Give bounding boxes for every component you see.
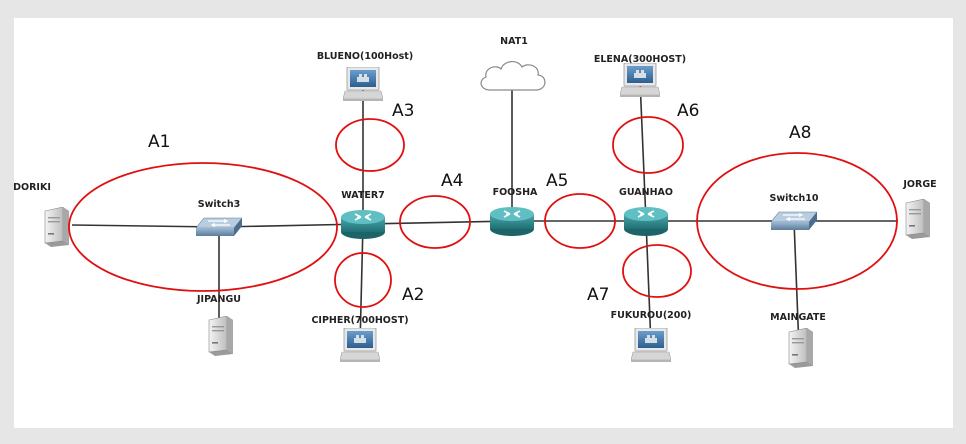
area-label-a8: A8 (789, 123, 811, 143)
link-guanhao-elena (639, 79, 647, 222)
area-outline-a6 (612, 116, 684, 174)
node-elena[interactable] (620, 63, 660, 97)
link-water7-foosha (362, 220, 513, 225)
node-water7[interactable] (340, 209, 386, 240)
area-outline-a8 (696, 152, 898, 290)
area-outline-a1 (68, 162, 338, 292)
area-label-a1: A1 (148, 132, 170, 152)
node-label-jipangu: JIPANGU (196, 294, 241, 305)
router-icon (489, 206, 535, 237)
node-label-switch3: Switch3 (198, 199, 240, 210)
node-switch10[interactable] (771, 211, 817, 231)
laptop-icon (620, 63, 660, 97)
server-icon (905, 199, 930, 239)
server-icon (44, 207, 69, 247)
router-icon (623, 206, 669, 237)
links-layer (71, 76, 898, 349)
link-doriki-switch3 (71, 224, 220, 228)
area-label-a5: A5 (546, 171, 568, 191)
area-label-a4: A4 (441, 171, 463, 191)
server-icon (788, 328, 813, 368)
link-switch10-maingate (793, 220, 800, 349)
node-foosha[interactable] (489, 206, 535, 237)
node-jorge[interactable] (905, 199, 930, 239)
node-label-fukurou: FUKUROU(200) (611, 310, 692, 321)
node-label-jorge: JORGE (902, 179, 936, 190)
area-outline-a2 (334, 252, 392, 308)
switch-icon (196, 217, 242, 237)
node-label-doriki: DORIKI (14, 182, 51, 193)
area-outline-a7 (622, 244, 692, 298)
node-fukurou[interactable] (631, 328, 671, 362)
laptop-icon (343, 67, 383, 101)
node-label-cipher: CIPHER(700HOST) (311, 315, 408, 326)
area-outline-a4 (399, 195, 471, 249)
node-label-water7: WATER7 (341, 190, 385, 201)
router-icon (340, 209, 386, 240)
area-label-a7: A7 (587, 285, 609, 305)
area-label-a6: A6 (677, 101, 699, 121)
node-label-nat1: NAT1 (500, 36, 528, 47)
link-switch3-water7 (218, 223, 364, 228)
node-label-guanhao: GUANHAO (619, 187, 673, 198)
laptop-icon (631, 328, 671, 362)
server-icon (208, 316, 233, 356)
laptop-icon (340, 328, 380, 362)
area-outline-a5 (544, 193, 616, 249)
node-label-foosha: FOOSHA (493, 187, 538, 198)
node-blueno[interactable] (343, 67, 383, 101)
node-switch3[interactable] (196, 217, 242, 237)
node-doriki[interactable] (44, 207, 69, 247)
node-maingate[interactable] (788, 328, 813, 368)
area-label-a2: A2 (402, 285, 424, 305)
link-water7-cipher (359, 223, 364, 346)
node-jipangu[interactable] (208, 316, 233, 356)
node-label-switch10: Switch10 (769, 193, 818, 204)
link-guanhao-fukurou (645, 220, 652, 346)
node-guanhao[interactable] (623, 206, 669, 237)
node-label-maingate: MAINGATE (770, 312, 826, 323)
node-label-elena: ELENA(300HOST) (594, 54, 686, 65)
node-nat1[interactable] (480, 60, 546, 91)
area-outline-a3 (335, 118, 405, 172)
switch-icon (771, 211, 817, 231)
area-label-a3: A3 (392, 101, 414, 121)
node-cipher[interactable] (340, 328, 380, 362)
cloud-icon (480, 60, 546, 91)
node-label-blueno: BLUENO(100Host) (317, 51, 413, 62)
